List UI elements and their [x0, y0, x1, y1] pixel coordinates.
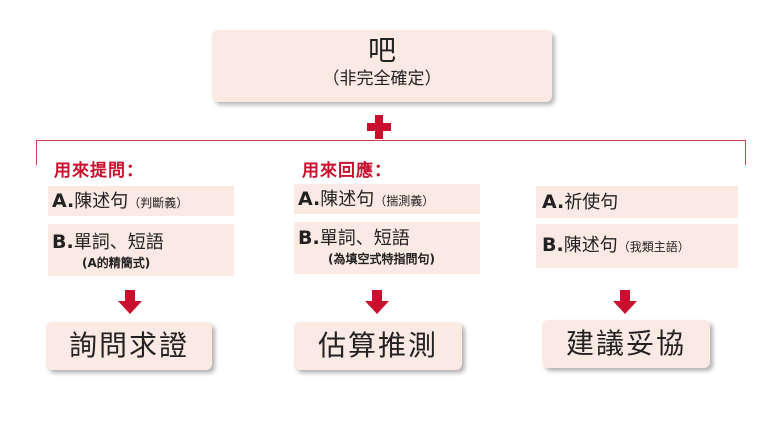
root-box: 吧 （非完全確定）	[212, 30, 552, 102]
column-3-item-b-note: （我類主語）	[617, 240, 690, 254]
column-2-item-a-letter: A.	[298, 188, 321, 210]
column-2-result: 估算推測	[294, 322, 462, 370]
root-subtitle: （非完全確定）	[322, 69, 442, 89]
column-1-item-a: A.陳述句（判斷義）	[48, 186, 234, 216]
column-3-item-a: A.祈使句	[536, 186, 738, 218]
column-2-item-b-note: (為填空式特指問句)	[328, 252, 435, 266]
column-1-item-a-letter: A.	[52, 190, 75, 212]
column-3-item-b-letter: B.	[542, 234, 564, 256]
column-3-item-b: B.陳述句（我類主語）	[536, 224, 738, 268]
column-2-item-b-letter: B.	[298, 227, 320, 249]
column-2-item-a-note: （揣測義）	[374, 194, 435, 208]
plus-icon	[367, 115, 391, 139]
branch-bracket	[36, 140, 746, 165]
column-1-item-b-note: (A的精簡式)	[82, 256, 151, 270]
column-3-result: 建議妥協	[542, 320, 710, 368]
column-1-result: 詢問求證	[46, 322, 212, 370]
column-1-item-a-note: （判斷義）	[128, 196, 189, 210]
column-2-item-b-text: 單詞、短語	[319, 228, 410, 249]
column-1-item-b-letter: B.	[52, 231, 74, 253]
column-2-item-b: B.單詞、短語 (為填空式特指問句)	[294, 222, 480, 274]
column-2-item-a: A.陳述句（揣測義）	[294, 184, 480, 214]
column-3-item-b-text: 陳述句	[563, 235, 618, 256]
down-arrow-icon	[613, 290, 637, 314]
column-1-heading: 用來提問：	[54, 161, 144, 181]
column-1-item-b-text: 單詞、短語	[73, 232, 164, 253]
column-1-item-b: B.單詞、短語 (A的精簡式)	[48, 224, 234, 276]
root-title: 吧	[367, 34, 396, 67]
column-2-heading: 用來回應：	[302, 161, 392, 181]
column-2-item-a-text: 陳述句	[320, 189, 375, 210]
down-arrow-icon	[365, 290, 389, 314]
column-1-item-a-text: 陳述句	[74, 191, 129, 212]
down-arrow-icon	[118, 290, 142, 314]
column-3-item-a-letter: A.	[542, 191, 565, 213]
column-3-item-a-text: 祈使句	[564, 192, 619, 213]
